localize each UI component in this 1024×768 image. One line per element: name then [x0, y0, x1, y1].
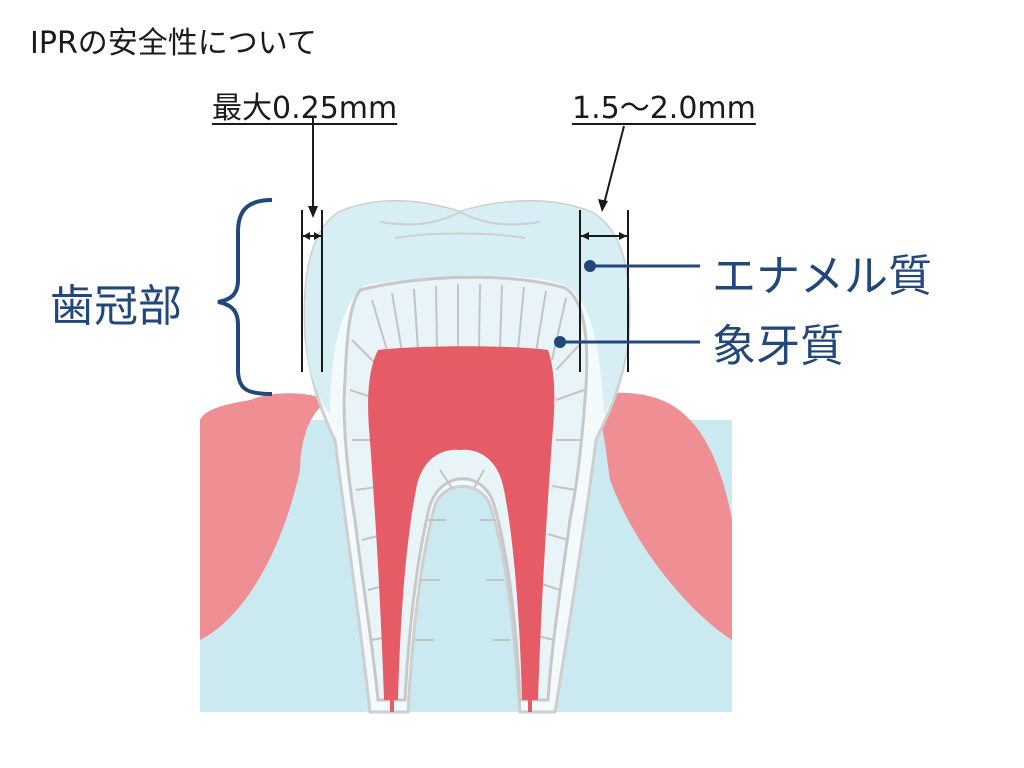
leader-arrow-left — [308, 206, 318, 218]
enamel-label: エナメル質 — [712, 240, 932, 304]
leader-line-right — [604, 126, 624, 204]
crown-bracket — [218, 200, 272, 394]
dentin-label: 象牙質 — [712, 310, 844, 374]
leader-arrow-right — [598, 199, 608, 212]
dentin-callout-dot — [554, 336, 566, 348]
dimension-left-arrow-a — [303, 232, 310, 240]
enamel-callout-dot — [584, 260, 596, 272]
dimension-right-arrow-b — [619, 232, 627, 240]
crown-label: 歯冠部 — [50, 270, 182, 334]
